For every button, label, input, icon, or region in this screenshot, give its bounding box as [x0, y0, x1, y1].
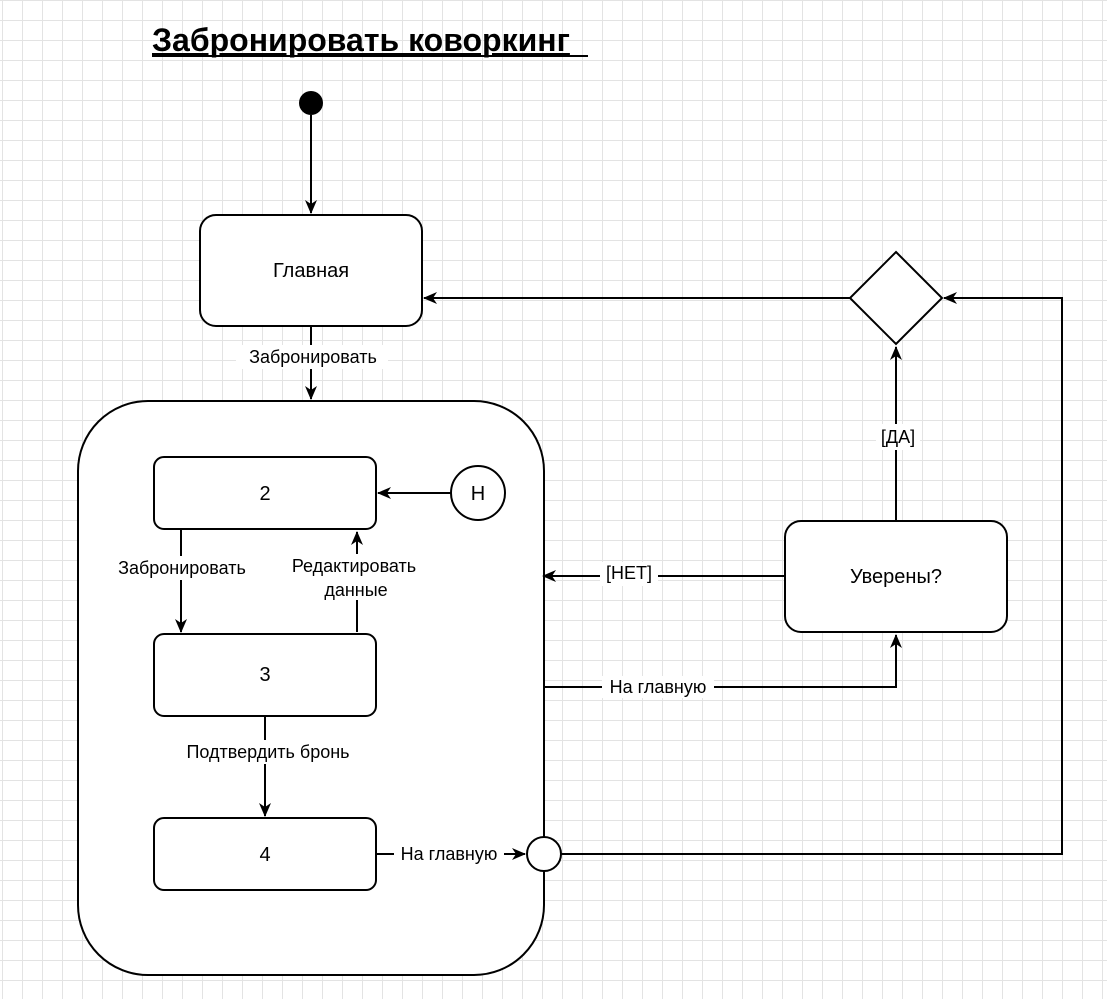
edge-label-s2-to-s3: Забронировать	[118, 558, 246, 578]
edge-composite-to-confirm	[545, 634, 902, 688]
state-confirm-label: Уверены?	[850, 566, 942, 588]
edge-label-composite-to-confirm: На главную	[610, 677, 707, 697]
state-2-label: 2	[259, 483, 270, 505]
state-2[interactable]: 2	[153, 456, 377, 530]
edge-label-s3-to-s2-line1: Редактировать	[292, 556, 416, 576]
decision-node[interactable]	[848, 250, 944, 346]
state-3-label: 3	[259, 664, 270, 686]
edge-label-confirm-yes: [ДА]	[881, 427, 915, 447]
history-node-label: H	[471, 483, 485, 505]
initial-node[interactable]	[299, 91, 323, 115]
state-main-label: Главная	[273, 260, 349, 282]
state-main[interactable]: Главная	[199, 214, 423, 327]
edge-exit-to-decision	[561, 292, 1063, 855]
state-3[interactable]: 3	[153, 633, 377, 717]
diagram-title: Забронировать коворкинг	[152, 22, 570, 58]
edge-label-main-to-composite: Забронировать	[249, 347, 377, 367]
edge-label-s3-to-s4: Подтвердить бронь	[186, 742, 349, 762]
state-4[interactable]: 4	[153, 817, 377, 891]
exit-point[interactable]	[526, 836, 562, 872]
edge-label-s3-to-s2-line2: данные	[324, 580, 387, 600]
history-node[interactable]: H	[450, 465, 506, 521]
state-confirm[interactable]: Уверены?	[784, 520, 1008, 633]
state-4-label: 4	[259, 844, 270, 866]
edge-label-confirm-no: [НЕТ]	[606, 563, 652, 583]
edge-label-s4-to-exit: На главную	[401, 844, 498, 864]
